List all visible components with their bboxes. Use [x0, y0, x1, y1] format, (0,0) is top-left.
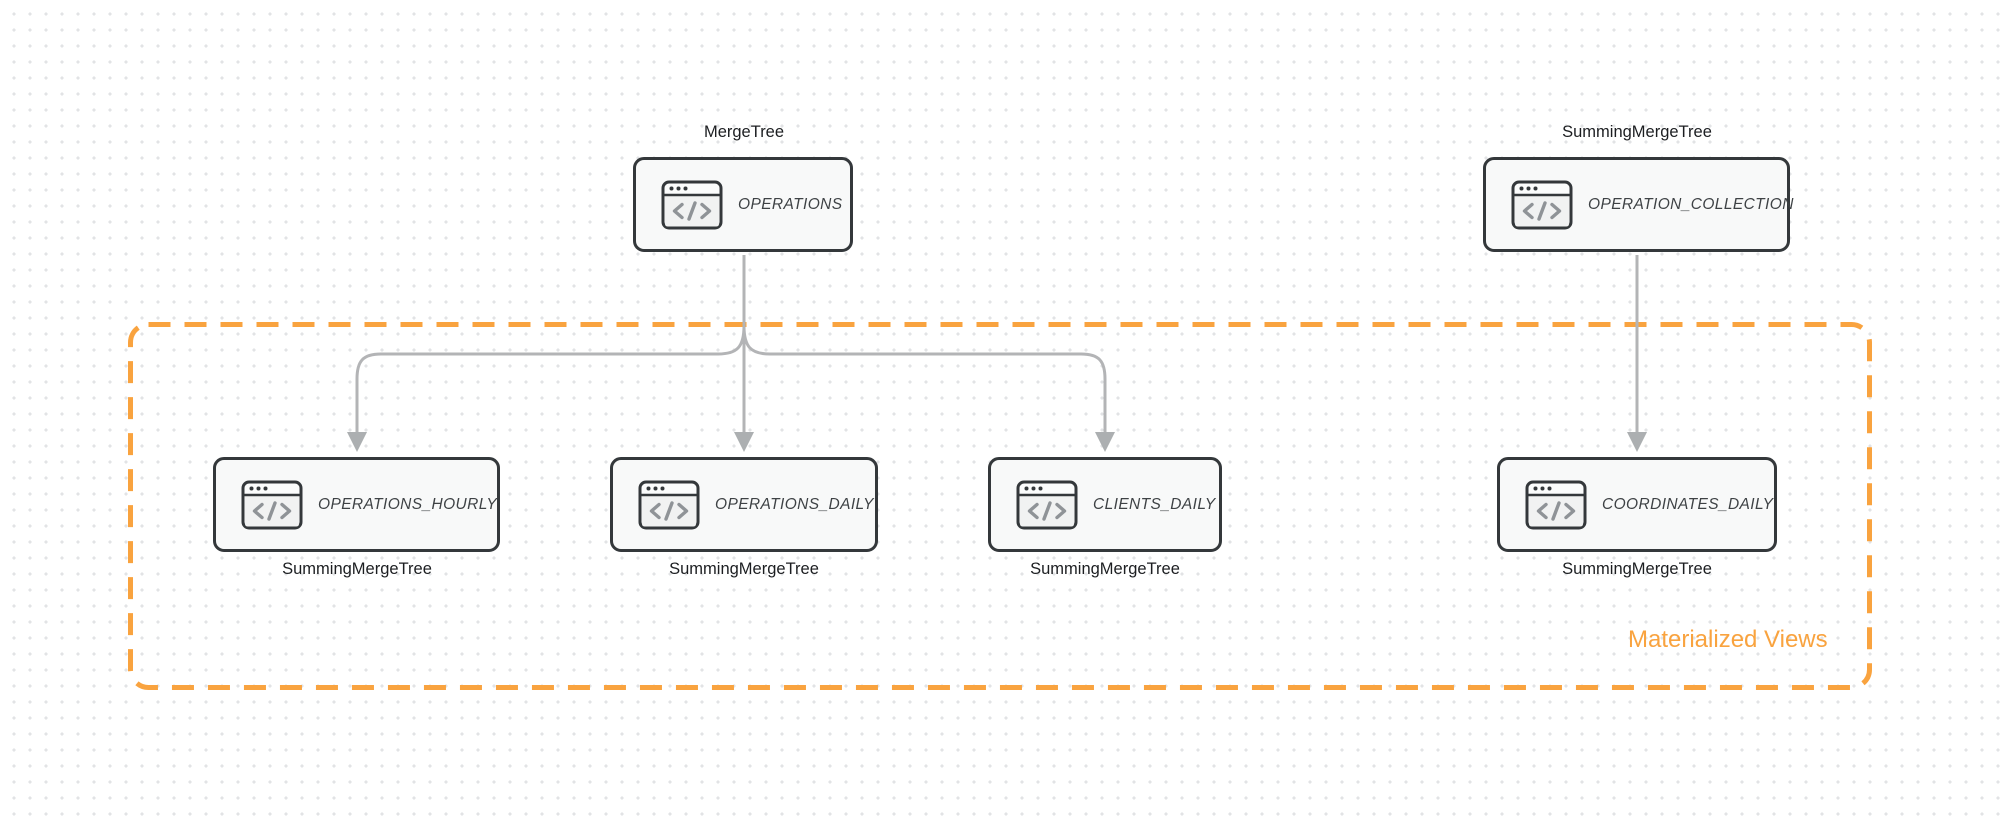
arrowhead-coordinates-daily — [1627, 432, 1647, 452]
code-window-icon — [1525, 480, 1587, 529]
table-name-operations-hourly: OPERATIONS_HOURLY — [318, 495, 498, 513]
engine-label-coordinates-daily: SummingMergeTree — [1562, 560, 1712, 578]
engine-label-operations-daily: SummingMergeTree — [669, 560, 819, 578]
engine-label-operations-hourly: SummingMergeTree — [282, 560, 432, 578]
arrow-operations-to-clients-daily — [742, 325, 1107, 434]
table-name-coordinates-daily: COORDINATES_DAILY — [1602, 495, 1774, 513]
table-name-operations: OPERATIONS — [738, 195, 843, 213]
code-window-icon — [241, 480, 303, 529]
arrowhead-clients-daily — [1095, 432, 1115, 452]
engine-label-operation-collection: SummingMergeTree — [1562, 123, 1712, 141]
arrow-operations-to-operations-hourly — [355, 325, 746, 434]
arrowhead-operations-daily — [734, 432, 754, 452]
code-window-icon — [1016, 480, 1078, 529]
node-operation-collection: OPERATION_COLLECTION — [1483, 157, 1793, 252]
table-name-operation-collection: OPERATION_COLLECTION — [1588, 195, 1794, 213]
materialized-views-group-label: Materialized Views — [1628, 626, 1828, 653]
engine-label-operations: MergeTree — [703, 123, 785, 141]
node-operations-hourly: OPERATIONS_HOURLY — [213, 457, 500, 552]
table-name-operations-daily: OPERATIONS_DAILY — [715, 495, 874, 513]
node-operations-daily: OPERATIONS_DAILY — [610, 457, 878, 552]
table-name-clients-daily: CLIENTS_DAILY — [1093, 495, 1216, 513]
node-operations: OPERATIONS — [633, 157, 853, 252]
node-clients-daily: CLIENTS_DAILY — [988, 457, 1222, 552]
code-window-icon — [661, 180, 723, 229]
arrowhead-operations-hourly — [347, 432, 367, 452]
engine-label-clients-daily: SummingMergeTree — [1030, 560, 1180, 578]
code-window-icon — [1511, 180, 1573, 229]
node-coordinates-daily: COORDINATES_DAILY — [1497, 457, 1777, 552]
code-window-icon — [638, 480, 700, 529]
